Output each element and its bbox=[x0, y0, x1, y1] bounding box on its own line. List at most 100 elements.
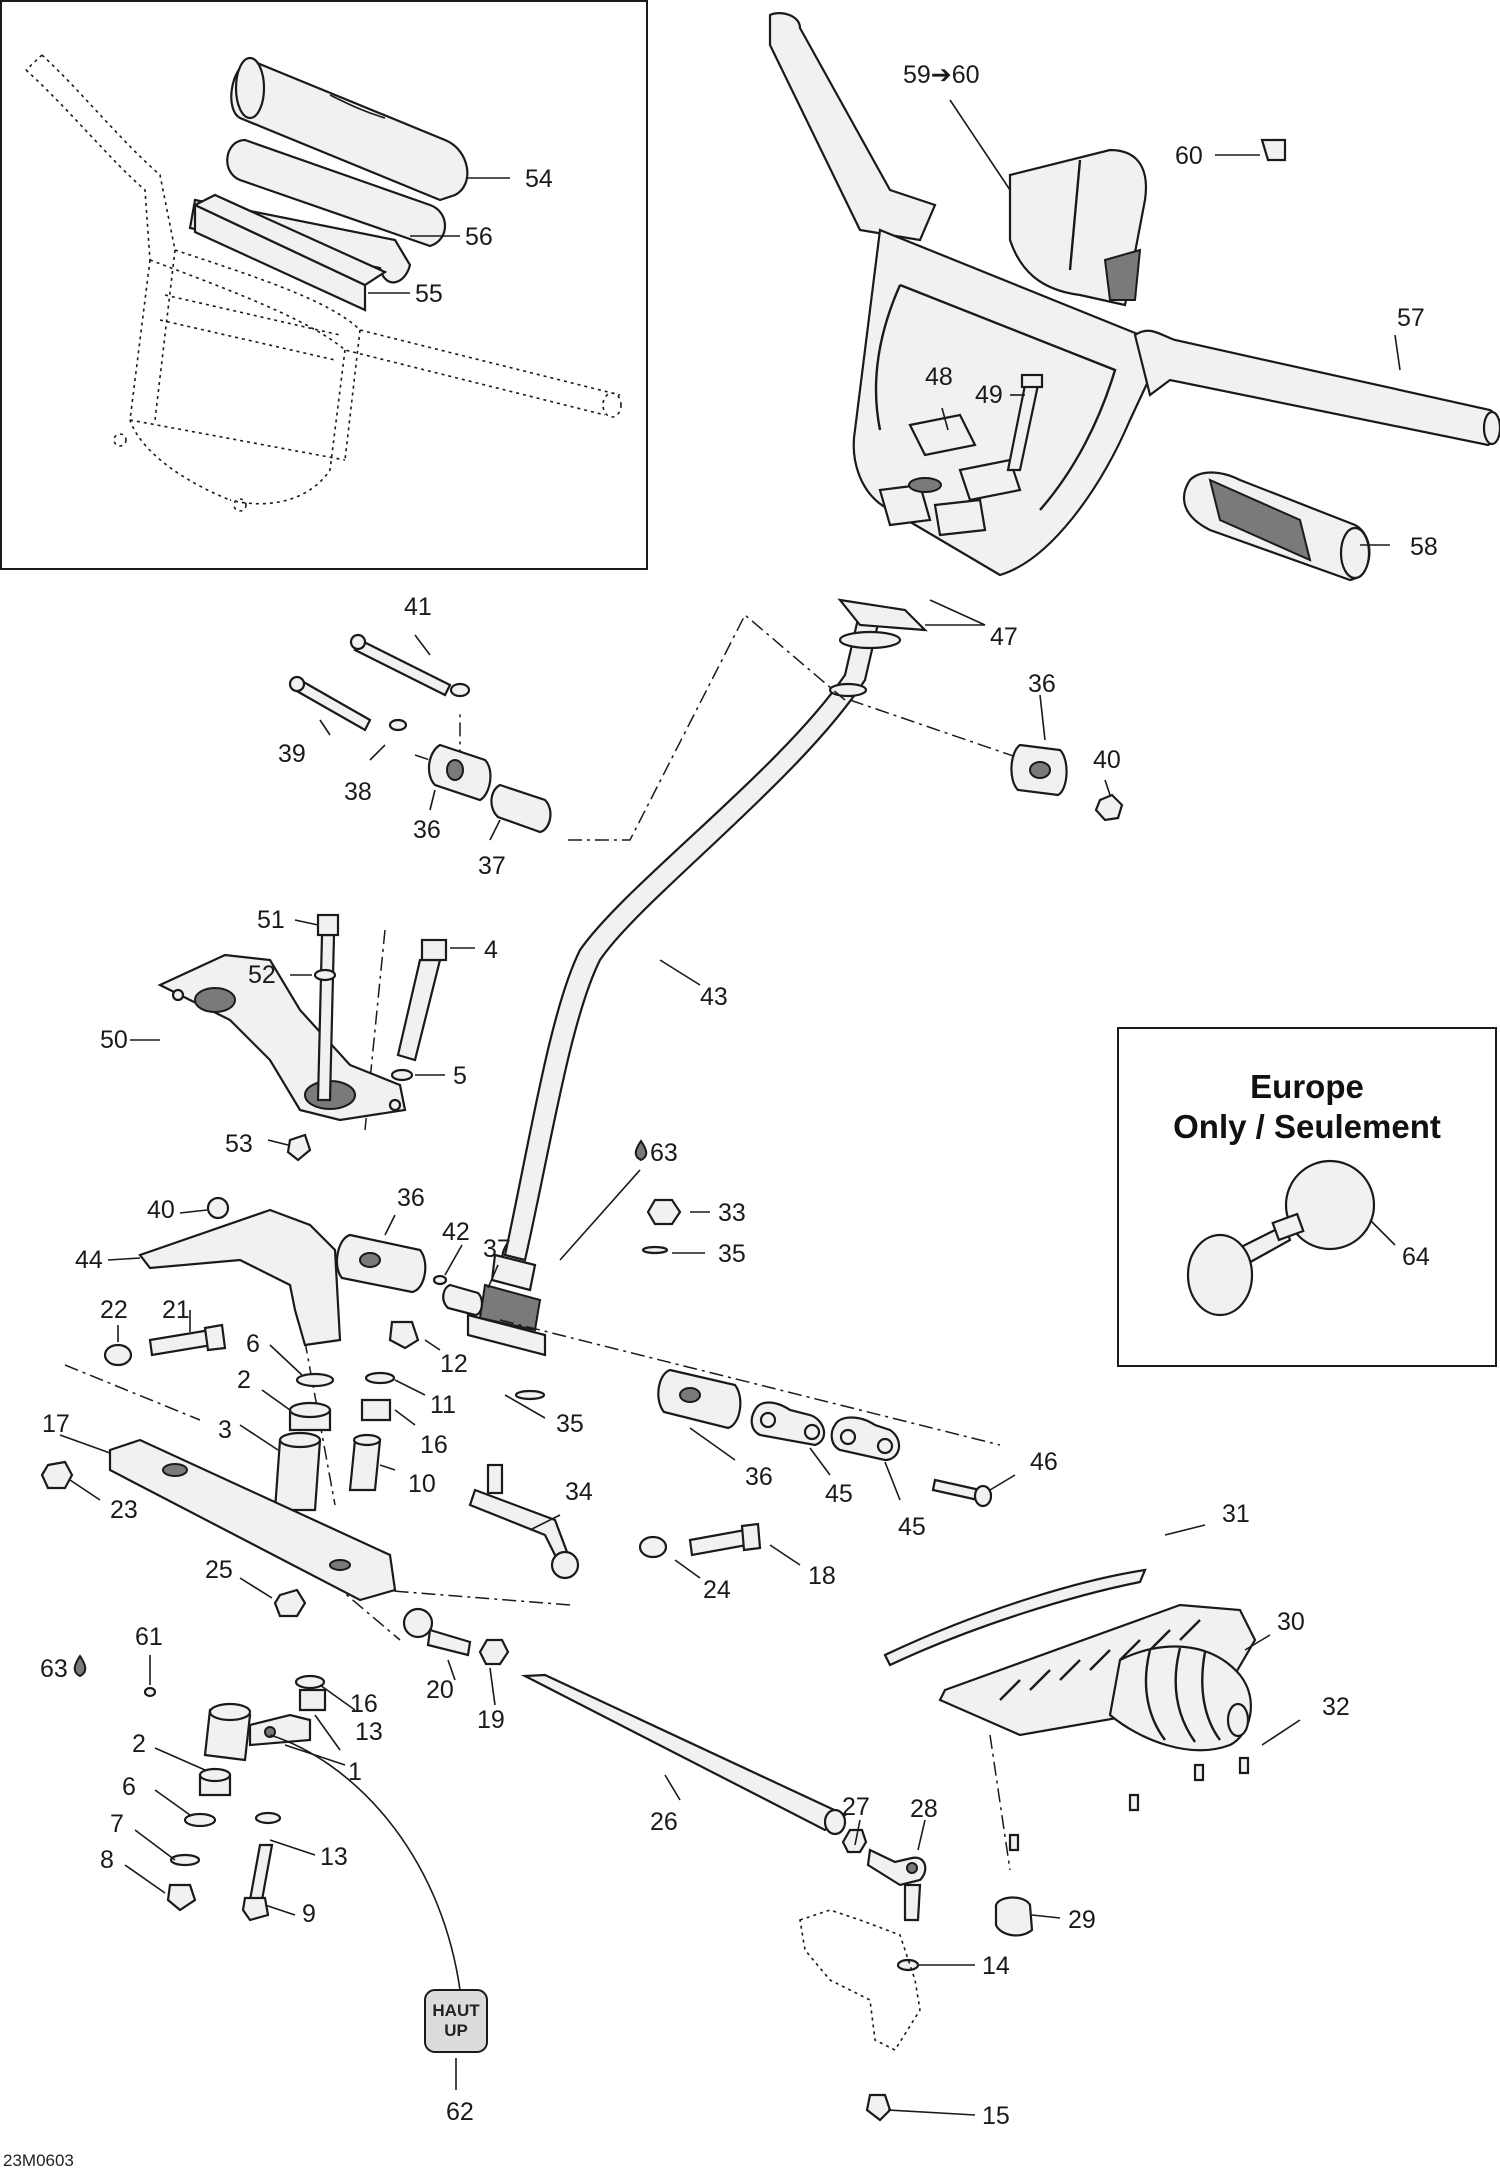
callout-2-lower: 2 bbox=[132, 1730, 146, 1758]
callout-40-mid: 40 bbox=[147, 1196, 175, 1224]
boot-cover-group: 31 30 32 bbox=[883, 1500, 1350, 1852]
lubricant-drop-icon bbox=[634, 1139, 648, 1162]
upper-bushing-group: 41 39 38 36 37 36 40 bbox=[278, 593, 1124, 880]
mid-bracket-group: 40 44 36 42 37 33 35 63 bbox=[75, 1139, 746, 1347]
callout-64: 64 bbox=[1402, 1243, 1430, 1271]
callout-33: 33 bbox=[718, 1199, 746, 1227]
europe-note-line2: Only / Seulement bbox=[1173, 1108, 1441, 1145]
callout-1: 1 bbox=[348, 1758, 362, 1786]
callout-42: 42 bbox=[442, 1218, 470, 1246]
callout-56: 56 bbox=[465, 223, 493, 251]
callout-27: 27 bbox=[842, 1793, 870, 1821]
up-label: UP bbox=[444, 2021, 468, 2040]
callout-24: 24 bbox=[703, 1576, 731, 1604]
pad-cover-part-54 bbox=[230, 56, 469, 202]
callout-63-lower: 63 bbox=[40, 1655, 68, 1683]
lower-pivot-arm: 63 61 16 13 1 2 6 7 8 13 9 bbox=[40, 1623, 461, 1991]
callout-47: 47 bbox=[990, 623, 1018, 651]
horn-bell bbox=[1186, 1233, 1254, 1317]
horn-bulb bbox=[1284, 1159, 1376, 1251]
callout-3: 3 bbox=[218, 1416, 232, 1444]
support-plate-group: 51 4 52 50 5 53 bbox=[100, 906, 498, 1162]
callout-25: 25 bbox=[205, 1556, 233, 1584]
callout-32: 32 bbox=[1322, 1693, 1350, 1721]
callout-62: 62 bbox=[446, 2098, 474, 2126]
clamp-part-48 bbox=[878, 413, 1022, 537]
callout-45-upper: 45 bbox=[825, 1480, 853, 1508]
callout-36-upper: 36 bbox=[413, 816, 441, 844]
callout-6-upper: 6 bbox=[246, 1330, 260, 1358]
callout-48: 48 bbox=[925, 363, 953, 391]
callout-60: 60 bbox=[1175, 142, 1203, 170]
callout-37-mid: 37 bbox=[483, 1235, 511, 1263]
callout-12: 12 bbox=[440, 1350, 468, 1378]
callout-13-lower: 13 bbox=[320, 1843, 348, 1871]
callout-9: 9 bbox=[302, 1900, 316, 1928]
callout-35-upper: 35 bbox=[718, 1240, 746, 1268]
callout-53: 53 bbox=[225, 1130, 253, 1158]
callout-52: 52 bbox=[248, 961, 276, 989]
callout-15: 15 bbox=[982, 2102, 1010, 2130]
drawing-code: 23M0603 bbox=[3, 2151, 74, 2170]
callout-16-upper: 16 bbox=[420, 1431, 448, 1459]
callout-58: 58 bbox=[1410, 533, 1438, 561]
europe-inset-frame bbox=[1117, 1027, 1497, 1367]
callout-29: 29 bbox=[1068, 1906, 1096, 1934]
dotted-handlebar bbox=[25, 54, 622, 512]
assembly-guides bbox=[64, 613, 1026, 1871]
callout-7: 7 bbox=[110, 1810, 124, 1838]
callout-14: 14 bbox=[982, 1952, 1010, 1980]
callout-50: 50 bbox=[100, 1026, 128, 1054]
callout-31: 31 bbox=[1222, 1500, 1250, 1528]
callout-13-upper: 13 bbox=[355, 1718, 383, 1746]
callout-41: 41 bbox=[404, 593, 432, 621]
callout-8: 8 bbox=[100, 1846, 114, 1874]
callout-17: 17 bbox=[42, 1410, 70, 1438]
callout-35-lower: 35 bbox=[556, 1410, 584, 1438]
callout-19: 19 bbox=[477, 1706, 505, 1734]
callout-36-right: 36 bbox=[1028, 670, 1056, 698]
handlebar-pad-inset: 54 56 55 bbox=[0, 0, 648, 570]
callout-40-right: 40 bbox=[1093, 746, 1121, 774]
callout-39: 39 bbox=[278, 740, 306, 768]
callout-18: 18 bbox=[808, 1562, 836, 1590]
callout-28: 28 bbox=[910, 1795, 938, 1823]
callout-2-upper: 2 bbox=[237, 1366, 251, 1394]
callout-22: 22 bbox=[100, 1296, 128, 1324]
callout-51: 51 bbox=[257, 906, 285, 934]
haut-label: HAUT bbox=[432, 2001, 480, 2020]
europe-horn-inset: Europe Only / Seulement 64 bbox=[1117, 1027, 1497, 1367]
callout-6-lower: 6 bbox=[122, 1773, 136, 1801]
callout-57: 57 bbox=[1397, 304, 1425, 332]
handlebar-assembly: 59➔60 60 57 48 49 58 bbox=[768, 11, 1500, 626]
callout-5: 5 bbox=[453, 1062, 467, 1090]
lubricant-drop-icon-lower bbox=[73, 1654, 87, 1678]
callout-38: 38 bbox=[344, 778, 372, 806]
callout-21: 21 bbox=[162, 1296, 190, 1324]
callout-20: 20 bbox=[426, 1676, 454, 1704]
callout-36-mid: 36 bbox=[397, 1184, 425, 1212]
callout-11: 11 bbox=[430, 1391, 456, 1419]
callout-30: 30 bbox=[1277, 1608, 1305, 1636]
callout-54: 54 bbox=[525, 165, 553, 193]
callout-34: 34 bbox=[565, 1478, 593, 1506]
foam-block-part-55 bbox=[192, 193, 388, 312]
callout-49: 49 bbox=[975, 381, 1003, 409]
europe-note-line1: Europe bbox=[1250, 1068, 1364, 1105]
callout-46: 46 bbox=[1030, 1448, 1058, 1476]
callout-44: 44 bbox=[75, 1246, 103, 1274]
callout-10: 10 bbox=[408, 1470, 436, 1498]
grip-part-58 bbox=[1182, 471, 1371, 582]
callout-37-upper: 37 bbox=[478, 852, 506, 880]
callout-23: 23 bbox=[110, 1496, 138, 1524]
callout-45-lower: 45 bbox=[898, 1513, 926, 1541]
callout-26: 26 bbox=[650, 1808, 678, 1836]
callout-63-upper: 63 bbox=[650, 1139, 678, 1167]
callout-61: 61 bbox=[135, 1623, 163, 1651]
callout-36-lower: 36 bbox=[745, 1463, 773, 1491]
steering-column-part-43: 43 47 bbox=[466, 598, 1018, 1357]
callout-43: 43 bbox=[700, 983, 728, 1011]
tie-rod-link-group: 36 35 45 45 46 34 24 18 25 bbox=[205, 1368, 1058, 1618]
callout-55: 55 bbox=[415, 280, 443, 308]
